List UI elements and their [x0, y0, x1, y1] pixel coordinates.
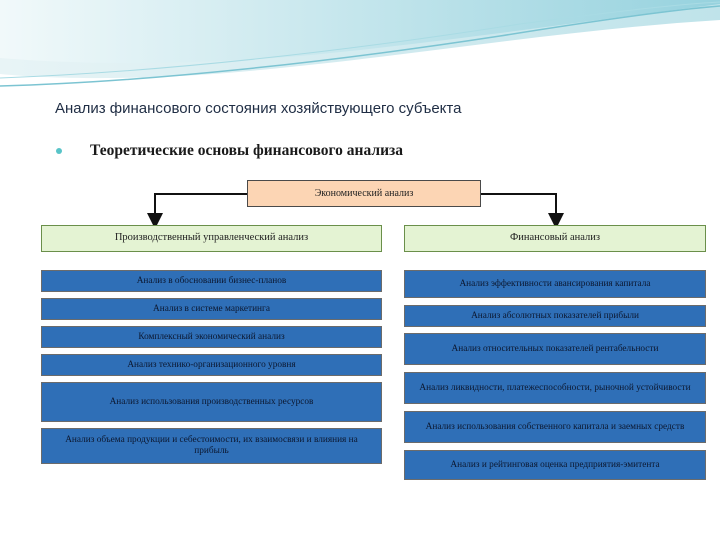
decorative-wave-header [0, 0, 720, 87]
left-item-business-plans: Анализ в обосновании бизнес-планов [41, 270, 382, 292]
right-item-absolute-profit: Анализ абсолютных показателей прибыли [404, 305, 706, 327]
connector-left [147, 193, 247, 229]
left-item-complex-analysis: Комплексный экономический анализ [41, 326, 382, 348]
left-item-production-resources: Анализ использования производственных ре… [41, 382, 382, 422]
subtitle: Теоретические основы финансового анализа [90, 142, 403, 159]
left-item-technical-level: Анализ технико-организационного уровня [41, 354, 382, 376]
root-node-economic-analysis: Экономический анализ [247, 180, 481, 207]
right-item-profitability: Анализ относительных показателей рентабе… [404, 333, 706, 365]
slide-title: Анализ финансового состояния хозяйствующ… [55, 100, 462, 117]
bullet-icon [56, 148, 62, 154]
branch-heading-production-management: Производственный управленческий анализ [41, 225, 382, 252]
right-item-capital-efficiency: Анализ эффективности авансирования капит… [404, 270, 706, 298]
right-item-equity-borrowed: Анализ использования собственного капита… [404, 411, 706, 443]
left-item-production-volume-cost: Анализ объема продукции и себестоимости,… [41, 428, 382, 464]
connector-right [481, 193, 564, 229]
left-item-marketing: Анализ в системе маркетинга [41, 298, 382, 320]
right-item-liquidity-solvency: Анализ ликвидности, платежеспособности, … [404, 372, 706, 404]
branch-heading-financial: Финансовый анализ [404, 225, 706, 252]
right-item-issuer-rating: Анализ и рейтинговая оценка предприятия-… [404, 450, 706, 480]
